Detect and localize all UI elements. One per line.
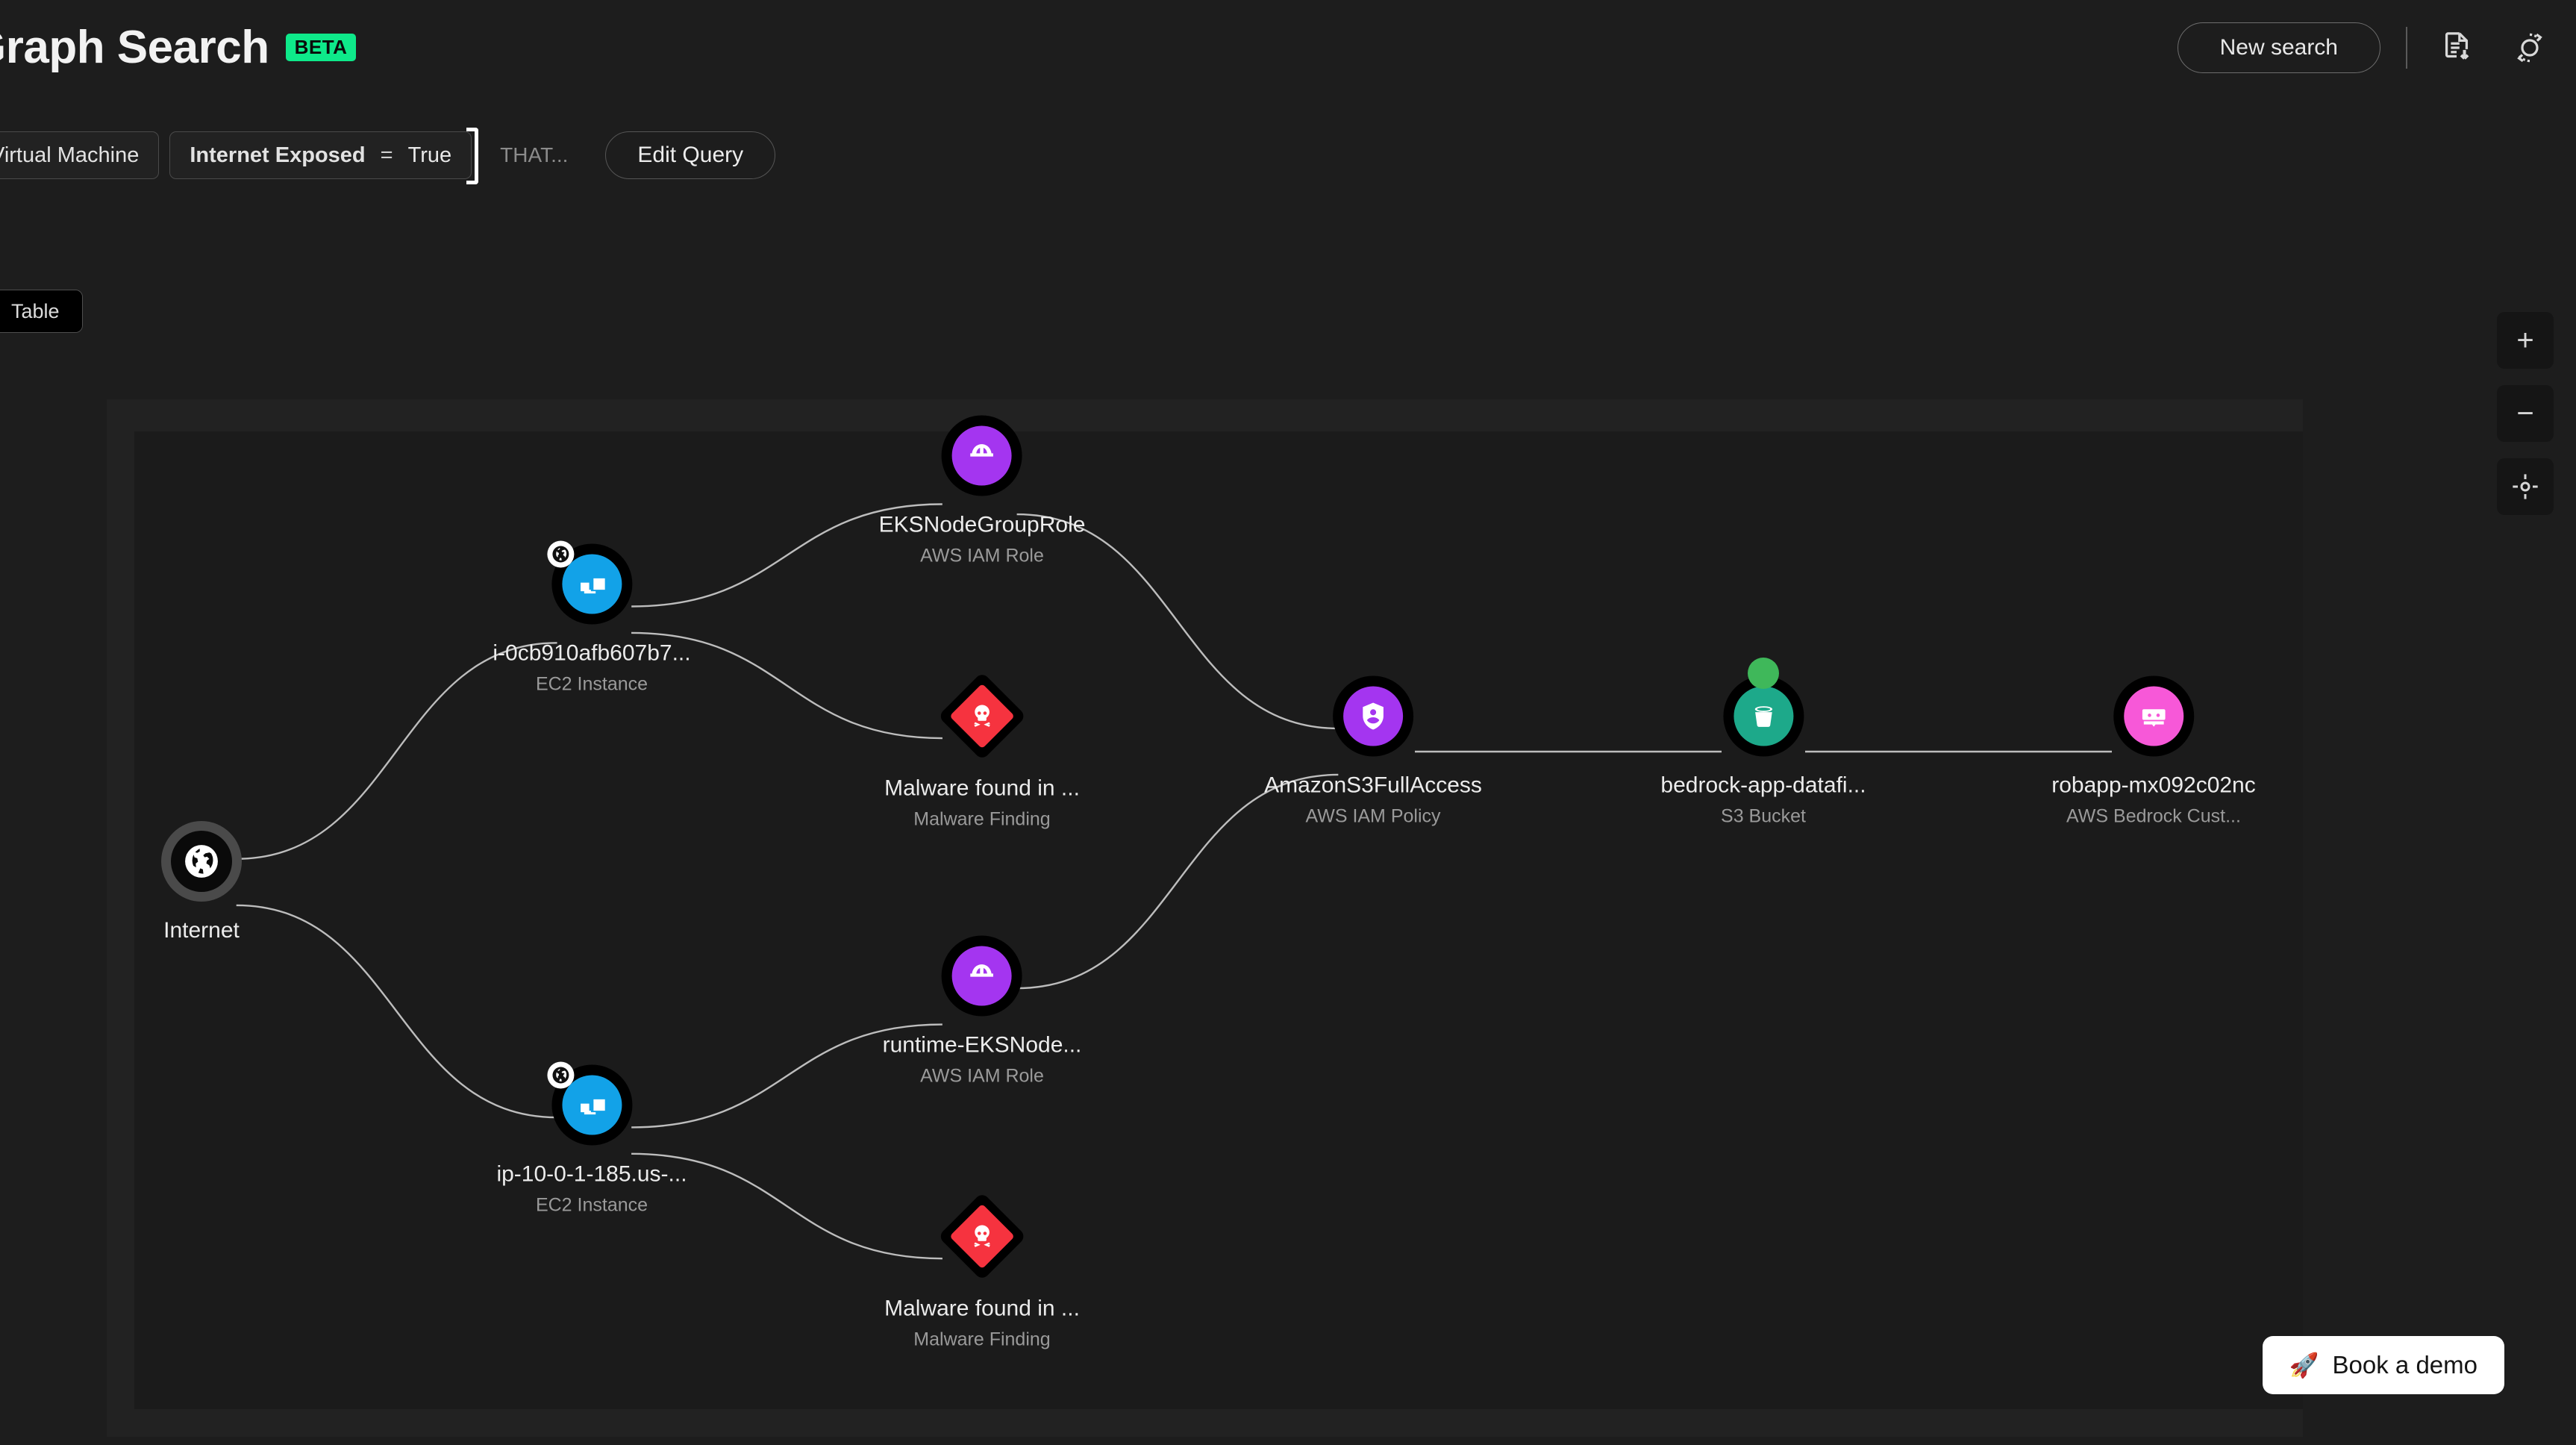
graph-node-internet[interactable]: Internet	[161, 821, 242, 943]
diamond-outline	[937, 672, 1027, 761]
node-type-label: EC2 Instance	[535, 673, 648, 695]
node-shape-iam-policy	[1332, 675, 1413, 757]
node-shape-iam-role	[942, 935, 1022, 1017]
node-shape-ec2	[547, 540, 632, 625]
diamond-border	[937, 1192, 1027, 1281]
query-filter-bar: Virtual Machine Internet Exposed = True …	[0, 128, 776, 184]
node-label: AmazonS3FullAccess	[1264, 773, 1482, 798]
header-divider	[2406, 27, 2407, 69]
zoom-out-button[interactable]: −	[2497, 385, 2554, 442]
shield-user-icon	[1342, 686, 1403, 746]
node-type-label: AWS Bedrock Cust...	[2066, 805, 2241, 827]
query-chip-internet-exposed[interactable]: Internet Exposed = True	[169, 128, 479, 184]
book-a-demo-label: Book a demo	[2332, 1351, 2477, 1379]
node-label: ip-10-0-1-185.us-...	[496, 1161, 687, 1187]
title-group: Graph Search BETA	[0, 21, 357, 74]
zoom-controls: + −	[2497, 312, 2554, 515]
view-toggle-table-segment[interactable]: Table	[0, 290, 82, 332]
globe-icon	[171, 831, 232, 892]
node-label: runtime-EKSNode...	[882, 1032, 1082, 1058]
app-header: Graph Search BETA New search	[0, 0, 2576, 112]
chip-selection-bracket	[466, 128, 479, 184]
node-label: bedrock-app-datafi...	[1660, 773, 1866, 798]
node-shape-s3-bucket	[1723, 675, 1804, 757]
beta-badge: BETA	[285, 33, 357, 62]
node-type-label: AWS IAM Role	[920, 545, 1044, 567]
graph-node-role-bottom[interactable]: runtime-EKSNode... AWS IAM Role	[882, 935, 1082, 1087]
node-shape-iam-role	[941, 415, 1022, 496]
query-chip-field-label: Internet Exposed	[190, 143, 366, 167]
node-label: Internet	[163, 918, 240, 943]
node-label: EKSNodeGroupRole	[878, 512, 1086, 537]
bucket-icon	[1734, 686, 1793, 746]
graph-node-malware-1[interactable]: Malware found in ... Malware Finding	[884, 672, 1080, 831]
graph-panel-inner	[134, 431, 2303, 1409]
internet-exposed-badge-icon	[547, 1061, 574, 1089]
query-chip-operator: =	[380, 143, 393, 167]
diamond-outline	[937, 1192, 1027, 1281]
node-circle-border	[1723, 675, 1804, 757]
header-actions: New search	[2177, 22, 2554, 73]
diamond-border	[937, 672, 1027, 761]
node-type-label: EC2 Instance	[535, 1194, 648, 1216]
node-type-label: S3 Bucket	[1721, 805, 1806, 827]
internet-ring	[161, 821, 242, 902]
node-type-label: Malware Finding	[913, 1329, 1051, 1350]
node-circle-border	[2113, 675, 2194, 757]
status-dot	[1748, 658, 1779, 689]
new-search-button[interactable]: New search	[2177, 22, 2380, 73]
book-a-demo-button[interactable]: 🚀 Book a demo	[2262, 1336, 2504, 1394]
node-type-label: Malware Finding	[913, 808, 1051, 830]
page-title: Graph Search	[0, 22, 269, 73]
view-toggle: Table	[0, 290, 83, 333]
rocket-icon: 🚀	[2289, 1352, 2319, 1379]
recenter-crosshair-icon[interactable]	[2497, 458, 2554, 515]
node-shape-ec2	[547, 1061, 632, 1146]
query-chip-value: True	[407, 143, 452, 167]
graph-node-malware-2[interactable]: Malware found in ... Malware Finding	[884, 1192, 1080, 1351]
node-shape-internet	[161, 821, 242, 902]
query-chip-entity[interactable]: Virtual Machine	[0, 131, 160, 179]
node-shape-malware	[937, 1192, 1027, 1281]
hard-hat-icon	[951, 425, 1012, 486]
internet-exposed-badge-icon	[547, 540, 574, 568]
document-download-icon[interactable]	[2433, 24, 2480, 72]
server-monitor-icon	[562, 554, 622, 614]
node-type-label: AWS IAM Role	[920, 1065, 1044, 1087]
node-circle-border	[942, 935, 1022, 1017]
node-circle-border	[1332, 675, 1413, 757]
skull-crossbones-icon	[949, 683, 1015, 749]
skull-crossbones-icon	[949, 1203, 1015, 1270]
node-shape-malware	[937, 672, 1027, 761]
node-label: Malware found in ...	[884, 775, 1080, 801]
node-circle-border	[941, 415, 1022, 496]
graph-node-ec2-top[interactable]: i-0cb910afb607b7... EC2 Instance	[493, 540, 691, 696]
robot-icon	[2123, 686, 2183, 746]
zoom-in-button[interactable]: +	[2497, 312, 2554, 369]
node-shape-bedrock	[2113, 675, 2194, 757]
graph-node-ec2-bottom[interactable]: ip-10-0-1-185.us-... EC2 Instance	[496, 1061, 687, 1217]
query-connector-label: THAT...	[500, 143, 569, 166]
node-label: Malware found in ...	[884, 1296, 1080, 1321]
edit-query-button[interactable]: Edit Query	[605, 131, 776, 179]
node-type-label: AWS IAM Policy	[1305, 805, 1441, 827]
node-label: i-0cb910afb607b7...	[493, 640, 691, 666]
query-chip-entity-label: Virtual Machine	[0, 143, 140, 167]
hard-hat-icon	[952, 946, 1012, 1006]
server-monitor-icon	[562, 1075, 622, 1135]
refresh-icon[interactable]	[2506, 24, 2554, 72]
graph-node-bucket[interactable]: bedrock-app-datafi... S3 Bucket	[1660, 675, 1866, 828]
node-label: robapp-mx092c02nc	[2051, 773, 2256, 798]
